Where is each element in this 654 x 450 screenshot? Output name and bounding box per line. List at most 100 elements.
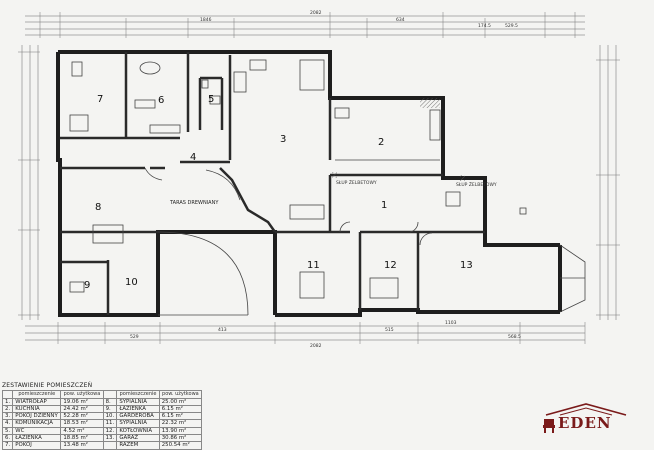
summary-header-cell: [102, 390, 118, 399]
summary-cell: ŁAZIENKA: [12, 434, 62, 443]
room-summary: ZESTAWIENIE POMIESZCZEŃ pomieszczenie po…: [1, 382, 203, 450]
summary-cell: 6.15 m²: [158, 404, 203, 414]
summary-cell: ŁAZIENKA: [116, 404, 160, 414]
summary-cell: WIATROŁAP: [12, 397, 62, 406]
table-row: 7. POKÓJ 13.48 m² RAZEM 250.54 m²: [1, 441, 203, 450]
summary-cell: POKÓJ DZIENNY: [12, 412, 62, 421]
summary-cell: KUCHNIA: [12, 404, 62, 414]
summary-cell: 13.: [102, 434, 118, 443]
room-label-6: 6: [158, 95, 164, 106]
summary-header-row: pomieszczenie pow. użytkowa pomieszczeni…: [1, 390, 203, 399]
dim-top-part-3: 174.5: [478, 23, 491, 29]
summary-cell: RAZEM: [116, 441, 160, 450]
room-label-2: 2: [378, 137, 384, 148]
top-dimension-lines: [25, 12, 585, 38]
dim-bottom-part-1: 1103: [445, 320, 457, 326]
summary-cell: 18.53 m²: [60, 419, 104, 428]
dim-bottom-part-5: 515: [385, 327, 394, 333]
dim-bottom-part-3: 529: [130, 334, 139, 340]
bottom-dimension-lines: [25, 322, 586, 344]
column-label-2: SŁUP ŻELBETOWY: [456, 181, 497, 188]
dim-top-part-1: 1846: [200, 17, 212, 23]
summary-cell: 4.52 m²: [60, 426, 104, 436]
summary-cell: POKÓJ: [12, 441, 62, 450]
summary-cell: 25.00 m²: [158, 397, 203, 406]
summary-header-cell: [1, 390, 14, 399]
summary-cell: GARDEROBA: [116, 412, 160, 421]
column-label-1: SŁUP ŻELBETOWY: [336, 179, 377, 186]
summary-cell: SYPIALNIA: [116, 397, 160, 406]
summary-cell: 6.: [1, 434, 14, 443]
summary-cell: 1.: [1, 397, 14, 406]
room-label-4: 4: [190, 152, 196, 163]
fixtures: [69, 59, 527, 299]
room-label-5: 5: [208, 94, 214, 105]
room-label-7: 7: [97, 94, 103, 105]
summary-cell: 30.86 m²: [158, 434, 203, 443]
dim-bottom-total: 2082: [310, 343, 322, 349]
summary-cell: 7.: [1, 441, 14, 450]
summary-cell: 13.48 m²: [60, 441, 104, 450]
brand-name: EDEN: [558, 414, 612, 432]
summary-cell: 22.32 m²: [158, 419, 203, 428]
room-label-10: 10: [125, 277, 138, 288]
chair-icon: [543, 419, 555, 433]
summary-cell: 4.: [1, 419, 14, 428]
room-label-12: 12: [384, 260, 397, 271]
summary-cell: 5.: [1, 426, 14, 436]
side-dimension-lines: [18, 45, 620, 320]
dim-top-part-4: 529.5: [505, 23, 518, 29]
summary-cell: WC: [12, 426, 62, 436]
summary-header-cell: pomieszczenie: [116, 390, 160, 399]
summary-cell: 13.90 m²: [158, 426, 203, 436]
dim-top-total: 2082: [310, 10, 322, 16]
summary-cell: GARAŻ: [116, 434, 160, 443]
dim-top-part-2: 634: [396, 17, 405, 23]
summary-cell: 10.: [102, 412, 118, 421]
room-label-11: 11: [307, 260, 320, 271]
garage-slope: [559, 244, 586, 313]
summary-cell: 9.: [102, 404, 118, 414]
eden-logo: EDEN: [540, 402, 632, 438]
table-row: 4. KOMUNIKACJA 18.53 m² 11. SYPIALNIA 22…: [1, 419, 203, 428]
summary-cell: 19.06 m²: [60, 397, 104, 406]
table-row: 3. POKÓJ DZIENNY 52.28 m² 10. GARDEROBA …: [1, 412, 203, 421]
summary-cell: 11.: [102, 419, 118, 428]
column-1: [332, 172, 337, 178]
column-3: [420, 98, 440, 108]
roof-icon: [545, 403, 627, 416]
room-label-3: 3: [280, 134, 286, 145]
summary-cell: 250.54 m²: [158, 441, 203, 450]
summary-cell: 18.85 m²: [60, 434, 104, 443]
interior-walls: [60, 52, 485, 315]
summary-title: ZESTAWIENIE POMIESZCZEŃ: [2, 382, 93, 389]
table-row: 2. KUCHNIA 24.42 m² 9. ŁAZIENKA 6.15 m²: [1, 404, 203, 414]
room-label-8: 8: [95, 202, 101, 213]
summary-cell: KOTŁOWNIA: [116, 426, 160, 436]
angled-wall: [219, 167, 277, 233]
summary-cell: 2.: [1, 404, 14, 414]
summary-cell: SYPIALNIA: [116, 419, 160, 428]
summary-cell: 6.15 m²: [158, 412, 203, 421]
dim-bottom-part-4: 413: [218, 327, 227, 333]
room-label-9: 9: [84, 280, 90, 291]
room-label-1: 1: [381, 200, 387, 211]
summary-cell: 12.: [102, 426, 118, 436]
table-row: 6. ŁAZIENKA 18.85 m² 13. GARAŻ 30.86 m²: [1, 434, 203, 443]
door-swings: [144, 167, 433, 316]
summary-cell: 8.: [102, 397, 118, 406]
dim-bottom-part-2: 568.5: [508, 334, 521, 340]
summary-cell: 24.42 m²: [60, 404, 104, 414]
table-row: 5. WC 4.52 m² 12. KOTŁOWNIA 13.90 m²: [1, 426, 203, 436]
column-2: [460, 175, 465, 181]
summary-cell: 52.28 m²: [60, 412, 104, 421]
summary-cell: KOMUNIKACJA: [12, 419, 62, 428]
summary-header-cell: pow. użytkowa: [60, 390, 104, 399]
summary-table: pomieszczenie pow. użytkowa pomieszczeni…: [1, 390, 203, 450]
table-row: 1. WIATROŁAP 19.06 m² 8. SYPIALNIA 25.00…: [1, 397, 203, 406]
terrace-label: TARAS DREWNIANY: [169, 200, 219, 206]
summary-cell: 3.: [1, 412, 14, 421]
summary-cell: [102, 441, 118, 450]
summary-header-cell: pow. użytkowa: [158, 390, 203, 399]
room-label-13: 13: [460, 260, 473, 271]
